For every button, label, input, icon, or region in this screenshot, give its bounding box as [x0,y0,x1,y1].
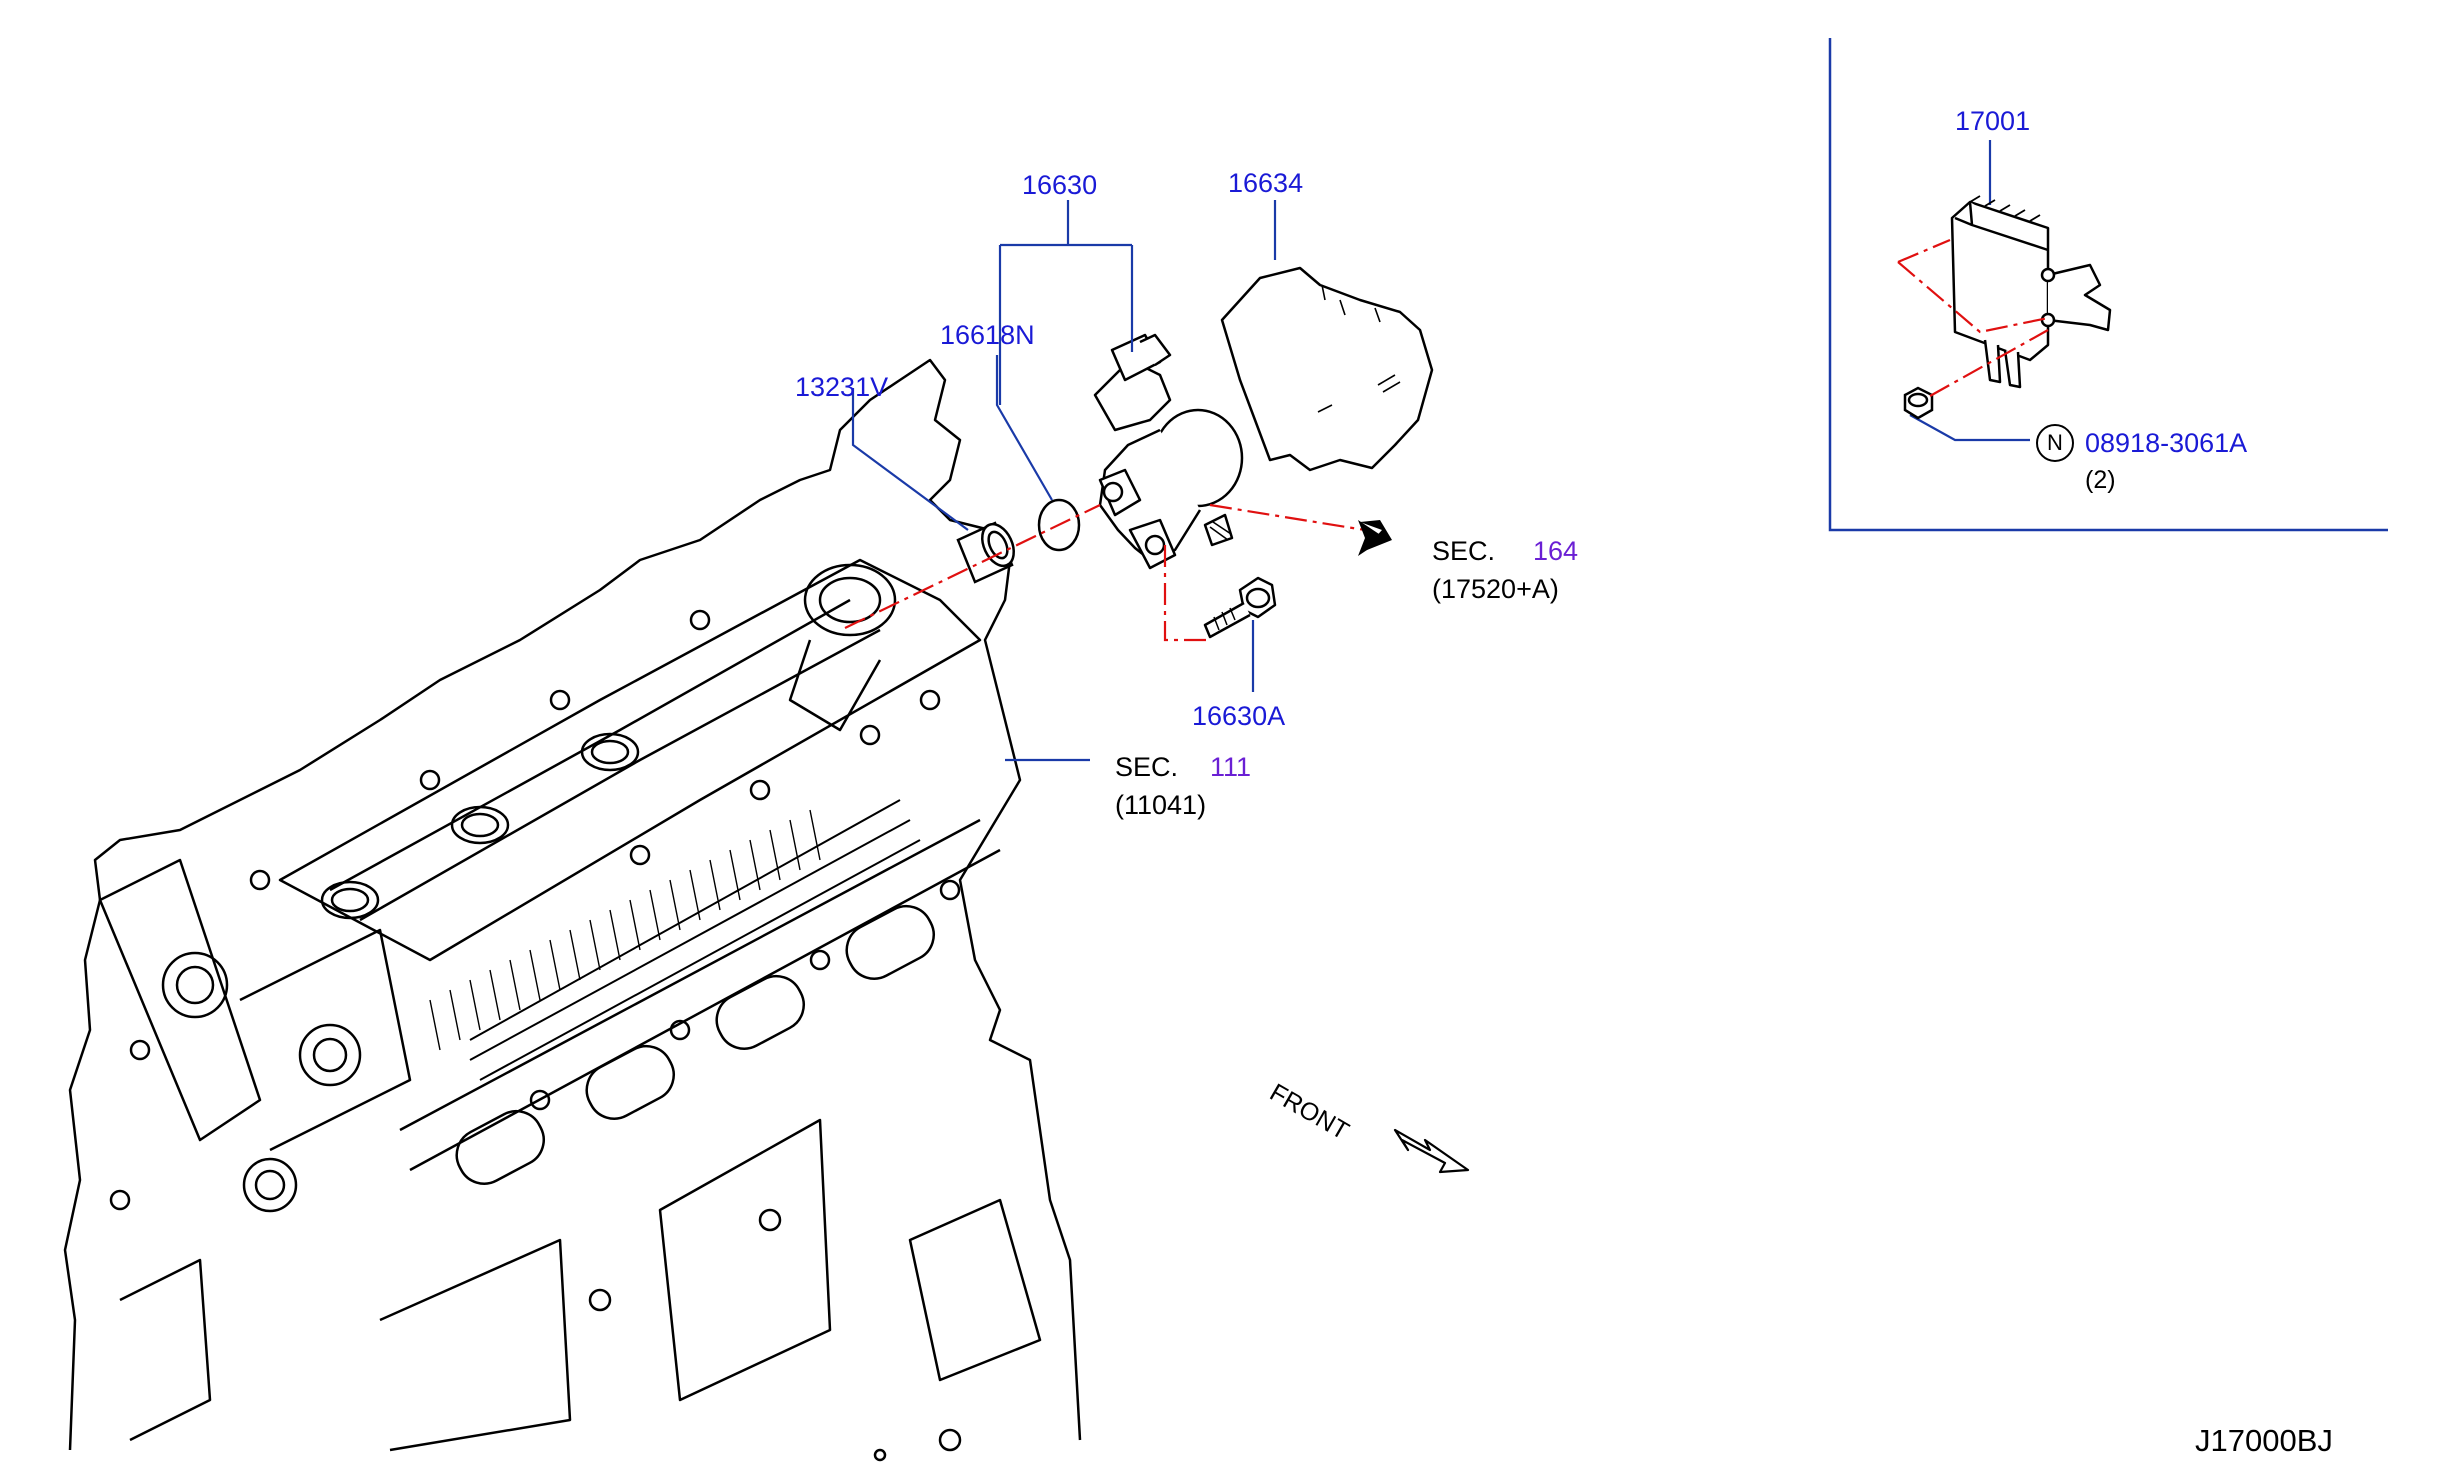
collar-13231v-drawing [956,521,1015,584]
sec-164-number[interactable]: 164 [1533,536,1579,566]
diagram-code: J17000BJ [2195,1423,2333,1458]
part-number-08918-3061a[interactable]: 08918-3061A [2085,428,2248,458]
part-number-16634[interactable]: 16634 [1228,168,1304,198]
new-part-n-symbol: N [2036,424,2074,462]
part-number-17001[interactable]: 17001 [1955,106,2031,136]
front-direction-arrow [1393,1128,1470,1174]
sec-164-label: SEC. [1432,536,1496,566]
bolt-16630a-drawing [1203,576,1277,639]
arrow-head-sec-164 [1358,520,1385,556]
arrow-to-sec-164 [1360,520,1392,552]
part-number-13231v[interactable]: 13231V [795,372,889,402]
part-number-16630a[interactable]: 16630A [1192,701,1286,731]
inset-centerlines [1897,238,2049,397]
leader-lines [851,140,2030,762]
engine-cylinder-head [63,358,1082,1462]
insulator-16634-drawing [1220,266,1434,472]
sec-111-number[interactable]: 111 [1210,752,1252,782]
sec-164-subref: (17520+A) [1432,574,1559,604]
o-ring-16618n-drawing [1037,498,1081,552]
assembly-centerlines [844,503,1366,642]
quantity-label: (2) [2085,466,2116,494]
part-number-16618n[interactable]: 16618N [940,320,1035,350]
sec-111-label: SEC. [1115,752,1179,782]
control-module-17001-drawing [1950,195,2112,389]
inset-frame [1828,38,2388,532]
nut-08918-drawing [1903,386,1934,420]
sec-111-subref: (11041) [1115,790,1207,820]
fuel-pump-16630-drawing [1093,333,1244,570]
part-number-16630[interactable]: 16630 [1022,170,1098,200]
